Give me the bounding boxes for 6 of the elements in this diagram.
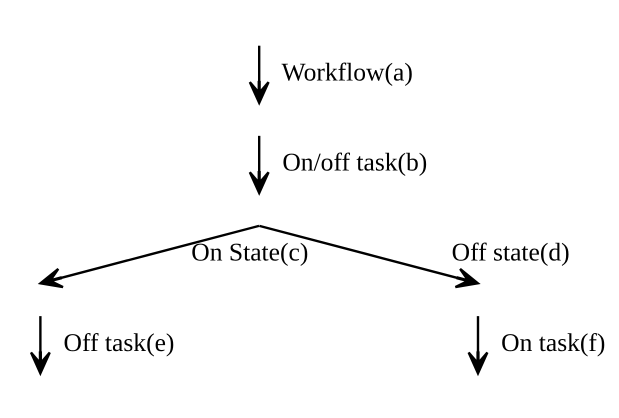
label: Off task(e) [64, 327, 174, 356]
label: On/off task(b) [282, 147, 428, 176]
label: Workflow(a) [282, 56, 413, 86]
label: On State(c) [191, 237, 308, 266]
label: Off state(d) [452, 237, 570, 266]
label: On task(f) [501, 327, 606, 356]
